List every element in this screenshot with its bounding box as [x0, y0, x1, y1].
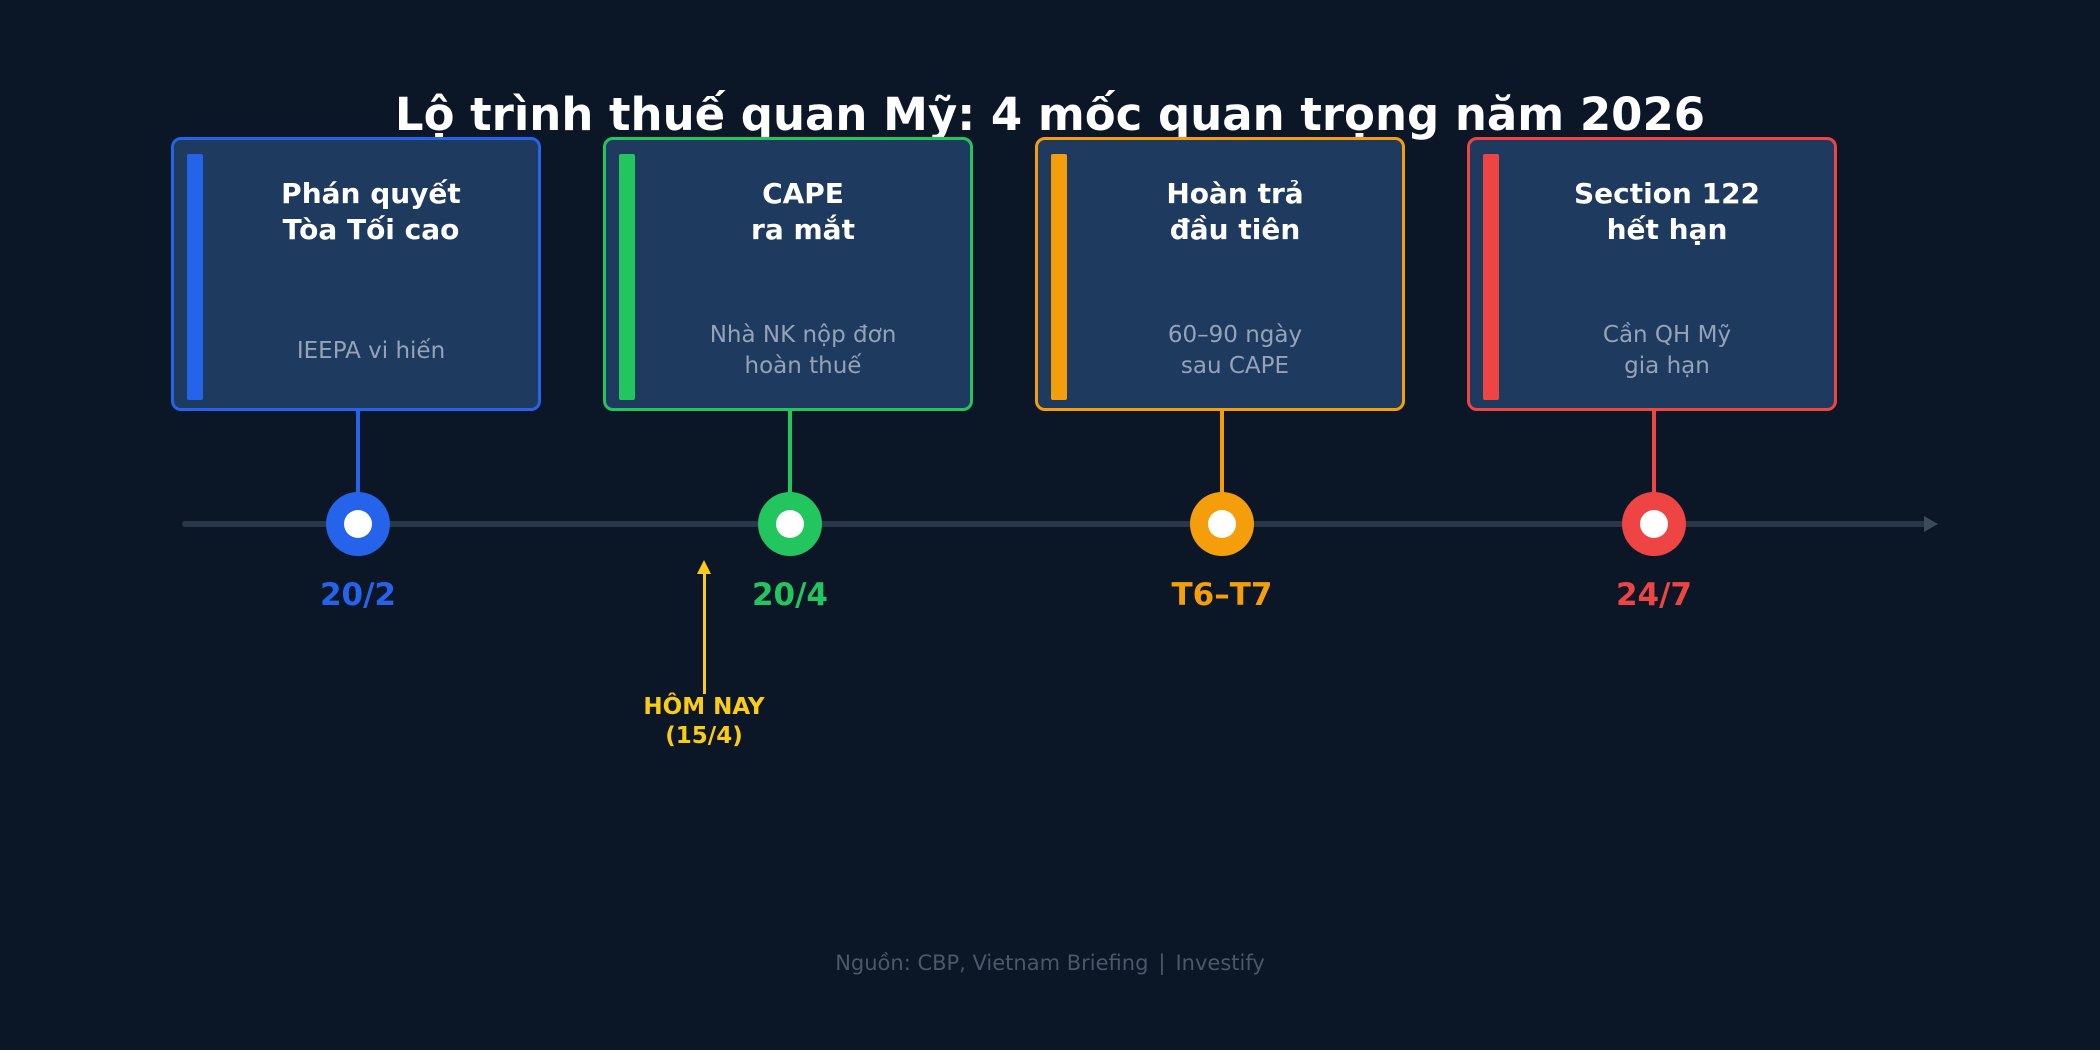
- milestone-date: 20/4: [751, 577, 829, 613]
- milestone-node-center: [776, 510, 804, 538]
- milestone-node: [326, 492, 390, 556]
- milestone-card-supreme-court: Phán quyết Tòa Tối cao IEEPA vi hiến: [171, 137, 541, 411]
- milestone-card-cape-launch: CAPE ra mắt Nhà NK nộp đơn hoàn thuế: [603, 137, 973, 411]
- milestone-color-strip: [1051, 154, 1067, 400]
- milestone-connector: [1652, 410, 1656, 494]
- diagram-title: Lộ trình thuế quan Mỹ: 4 mốc quan trọng …: [394, 88, 1706, 141]
- milestone-title: Phán quyết Tòa Tối cao: [281, 177, 461, 246]
- milestone-color-strip: [187, 154, 203, 400]
- footer-separator: |: [1158, 951, 1166, 975]
- milestone-node-center: [1208, 510, 1236, 538]
- footer-brand: Investify: [1175, 951, 1265, 975]
- milestone-description: Cần QH Mỹ gia hạn: [1602, 322, 1732, 379]
- milestone-node-center: [344, 510, 372, 538]
- milestone-description: IEEPA vi hiến: [296, 337, 446, 364]
- milestone-title: Hoàn trả đầu tiên: [1166, 177, 1304, 246]
- milestone-title: Section 122 hết hạn: [1573, 177, 1761, 246]
- footer: Nguồn: CBP, Vietnam Briefing | Investify: [0, 951, 2100, 975]
- footer-source: Nguồn: CBP, Vietnam Briefing: [835, 951, 1149, 975]
- milestone-connector: [1220, 410, 1224, 494]
- milestone-connector: [356, 410, 360, 494]
- milestone-connector: [788, 410, 792, 494]
- today-label: HÔM NAY (15/4): [643, 694, 765, 749]
- timeline-axis: [182, 521, 1930, 527]
- milestone-color-strip: [1483, 154, 1499, 400]
- milestone-description: Nhà NK nộp đơn hoàn thuế: [709, 322, 897, 379]
- milestone-date: T6–T7: [1171, 577, 1273, 613]
- milestone-date: 20/2: [319, 577, 397, 613]
- milestone-description: 60–90 ngày sau CAPE: [1167, 322, 1303, 379]
- milestone-card-first-refund: Hoàn trả đầu tiên 60–90 ngày sau CAPE: [1035, 137, 1405, 411]
- milestone-card-section-122-expiry: Section 122 hết hạn Cần QH Mỹ gia hạn: [1467, 137, 1837, 411]
- milestone-node: [1622, 492, 1686, 556]
- milestone-node: [1190, 492, 1254, 556]
- milestone-node: [758, 492, 822, 556]
- milestone-node-center: [1640, 510, 1668, 538]
- today-marker-line: [703, 566, 706, 694]
- milestone-date: 24/7: [1615, 577, 1693, 613]
- timeline-arrow-icon: [1924, 516, 1938, 532]
- milestone-color-strip: [619, 154, 635, 400]
- milestone-title: CAPE ra mắt: [751, 177, 855, 246]
